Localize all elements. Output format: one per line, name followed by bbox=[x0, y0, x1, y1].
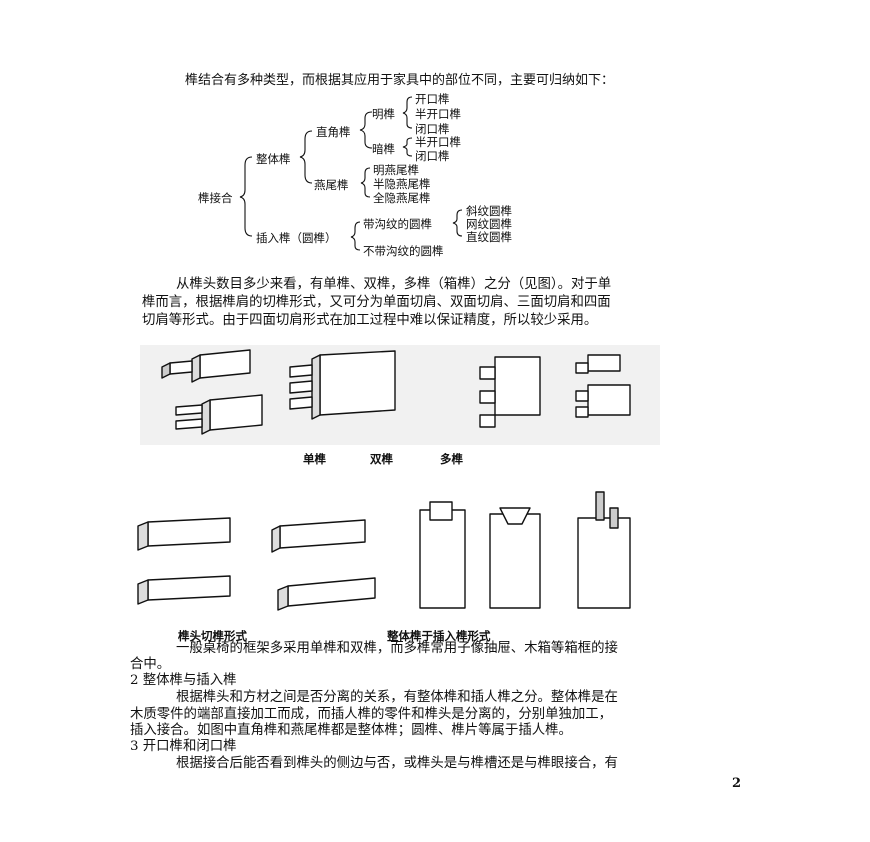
classification-tree: 榫接合 整体榫 直角榫 明榫 开口榫 半开口榫 闭口榫 暗榫 半开口榫 闭口榫 … bbox=[0, 0, 870, 260]
tree-right-angle: 直角榫 bbox=[316, 125, 351, 139]
tree-braces bbox=[239, 96, 463, 251]
figure-caption: 榫头切榫形式 bbox=[178, 629, 247, 643]
paragraph-line: 根据榫头和方材之间是否分离的关系，有整体榫和插人榫之分。整体榫是在 bbox=[176, 690, 618, 705]
section-heading: 3 开口榫和闭口榫 bbox=[130, 739, 237, 754]
tree-grooved: 带沟纹的圆榫 bbox=[363, 217, 432, 231]
tree-hidden: 暗榫 bbox=[372, 142, 395, 156]
tenon-forms-drawing bbox=[137, 491, 631, 611]
tree-dovetail-item: 半隐燕尾榫 bbox=[373, 177, 431, 191]
paragraph-line: 从榫头数目多少来看，有单榫、双榫，多榫（箱榫）之分（见图）。对于单 bbox=[176, 277, 612, 292]
tree-dovetail: 燕尾榫 bbox=[314, 178, 349, 192]
tree-hidden-item: 闭口榫 bbox=[415, 149, 450, 163]
tree-open-item: 开口榫 bbox=[415, 92, 450, 106]
paragraph-line: 木质零件的端部直接加工而成，而插人榫的零件和榫头是分离的，分别单独加工， bbox=[130, 707, 613, 722]
figure-tenon-forms bbox=[130, 490, 650, 620]
paragraph-line: 一般桌椅的框架多采用单榫和双榫，而多榫常用子像抽屉、木箱等箱框的接 bbox=[176, 641, 618, 656]
intro-text: 榫结合有多种类型，而根据其应用于家具中的部位不同，主要可归纳如下： bbox=[185, 73, 615, 88]
tree-grooved-item: 直纹圆榫 bbox=[466, 230, 512, 244]
section-heading: 2 整体榫与插入榫 bbox=[130, 673, 237, 688]
figure-label: 单榫 bbox=[303, 452, 326, 466]
tree-open: 明榫 bbox=[372, 107, 395, 121]
tree-open-item: 半开口榫 bbox=[415, 107, 461, 121]
figure-caption: 整体榫于插入榫形式 bbox=[387, 629, 491, 643]
tree-open-item: 闭口榫 bbox=[415, 122, 450, 136]
paragraph-line: 插入接合。如图中直角榫和燕尾榫都是整体榫；圆榫、榫片等属于插人榫。 bbox=[130, 723, 572, 738]
tree-whole: 整体榫 bbox=[256, 152, 291, 166]
figure-tenon-count bbox=[140, 345, 660, 445]
tree-grooved-item: 网纹圆榫 bbox=[466, 217, 512, 231]
paragraph-line: 切肩等形式。由于四面切肩形式在加工过程中难以保证精度，所以较少采用。 bbox=[142, 313, 598, 328]
paragraph-line: 根据接合后能否看到榫头的侧边与否，或榫头是与榫槽还是与榫眼接合，有 bbox=[176, 756, 618, 771]
tree-insert: 插入榫（圆榫） bbox=[256, 231, 337, 245]
paragraph-line: 榫而言，根据榫肩的切榫形式，又可分为单面切肩、双面切肩、三面切肩和四面 bbox=[142, 295, 611, 310]
tree-grooved-item: 斜纹圆榫 bbox=[466, 204, 512, 218]
tree-root: 榫接合 bbox=[198, 191, 233, 205]
figure-label: 双榫 bbox=[370, 452, 393, 466]
tree-dovetail-item: 全隐燕尾榫 bbox=[373, 191, 431, 205]
page-number: 2 bbox=[732, 776, 742, 791]
tree-non-grooved: 不带沟纹的圆榫 bbox=[363, 244, 444, 258]
tree-dovetail-item: 明燕尾榫 bbox=[373, 163, 419, 177]
figure-label: 多榫 bbox=[440, 452, 463, 466]
tenon-count-drawing bbox=[161, 349, 631, 435]
tree-hidden-item: 半开口榫 bbox=[415, 135, 461, 149]
paragraph-line: 合中。 bbox=[130, 657, 171, 672]
